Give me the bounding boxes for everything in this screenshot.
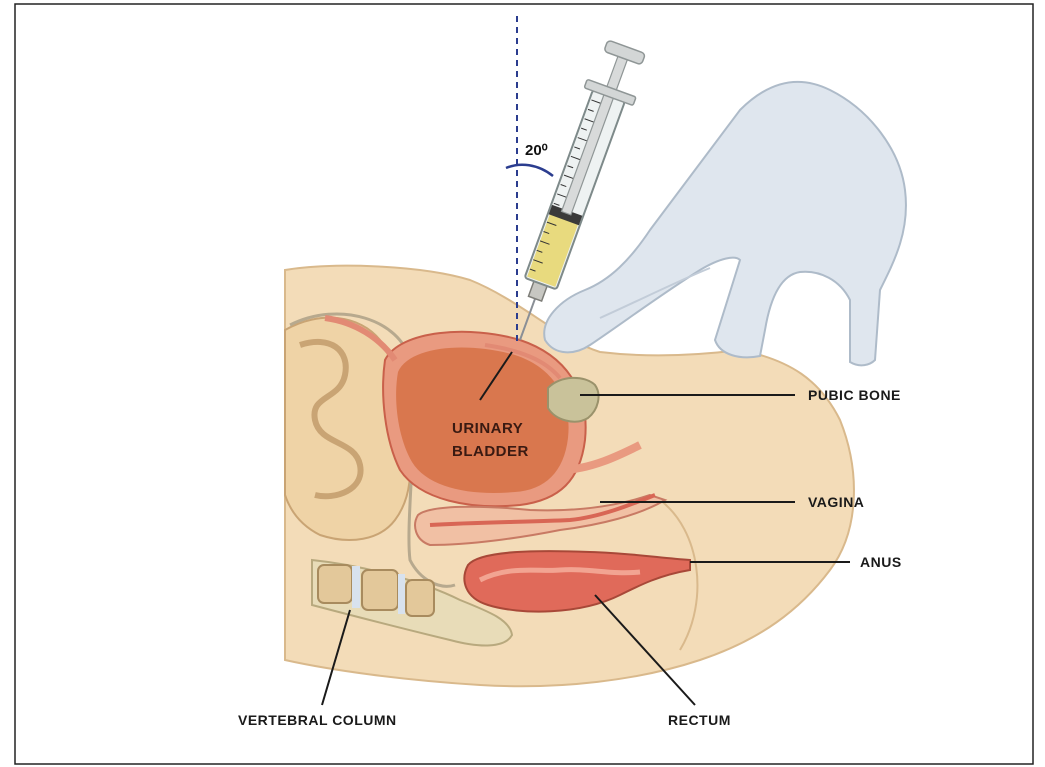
angle-label: 20⁰: [525, 142, 548, 159]
vertebra-3: [406, 580, 434, 616]
label-urinary-bladder-line2: BLADDER: [452, 443, 529, 460]
intervertebral-disc-1: [352, 566, 360, 608]
intervertebral-disc-2: [398, 574, 405, 614]
label-anus: ANUS: [860, 554, 902, 570]
label-vagina: VAGINA: [808, 494, 864, 510]
label-pubic-bone: PUBIC BONE: [808, 387, 901, 403]
vertebra-2: [362, 570, 398, 610]
label-urinary-bladder-line1: URINARY: [452, 420, 523, 437]
pubic-bone: [548, 378, 599, 422]
vertebra-1: [318, 565, 352, 603]
label-rectum: RECTUM: [668, 712, 731, 728]
label-vertebral-column: VERTEBRAL COLUMN: [238, 712, 397, 728]
